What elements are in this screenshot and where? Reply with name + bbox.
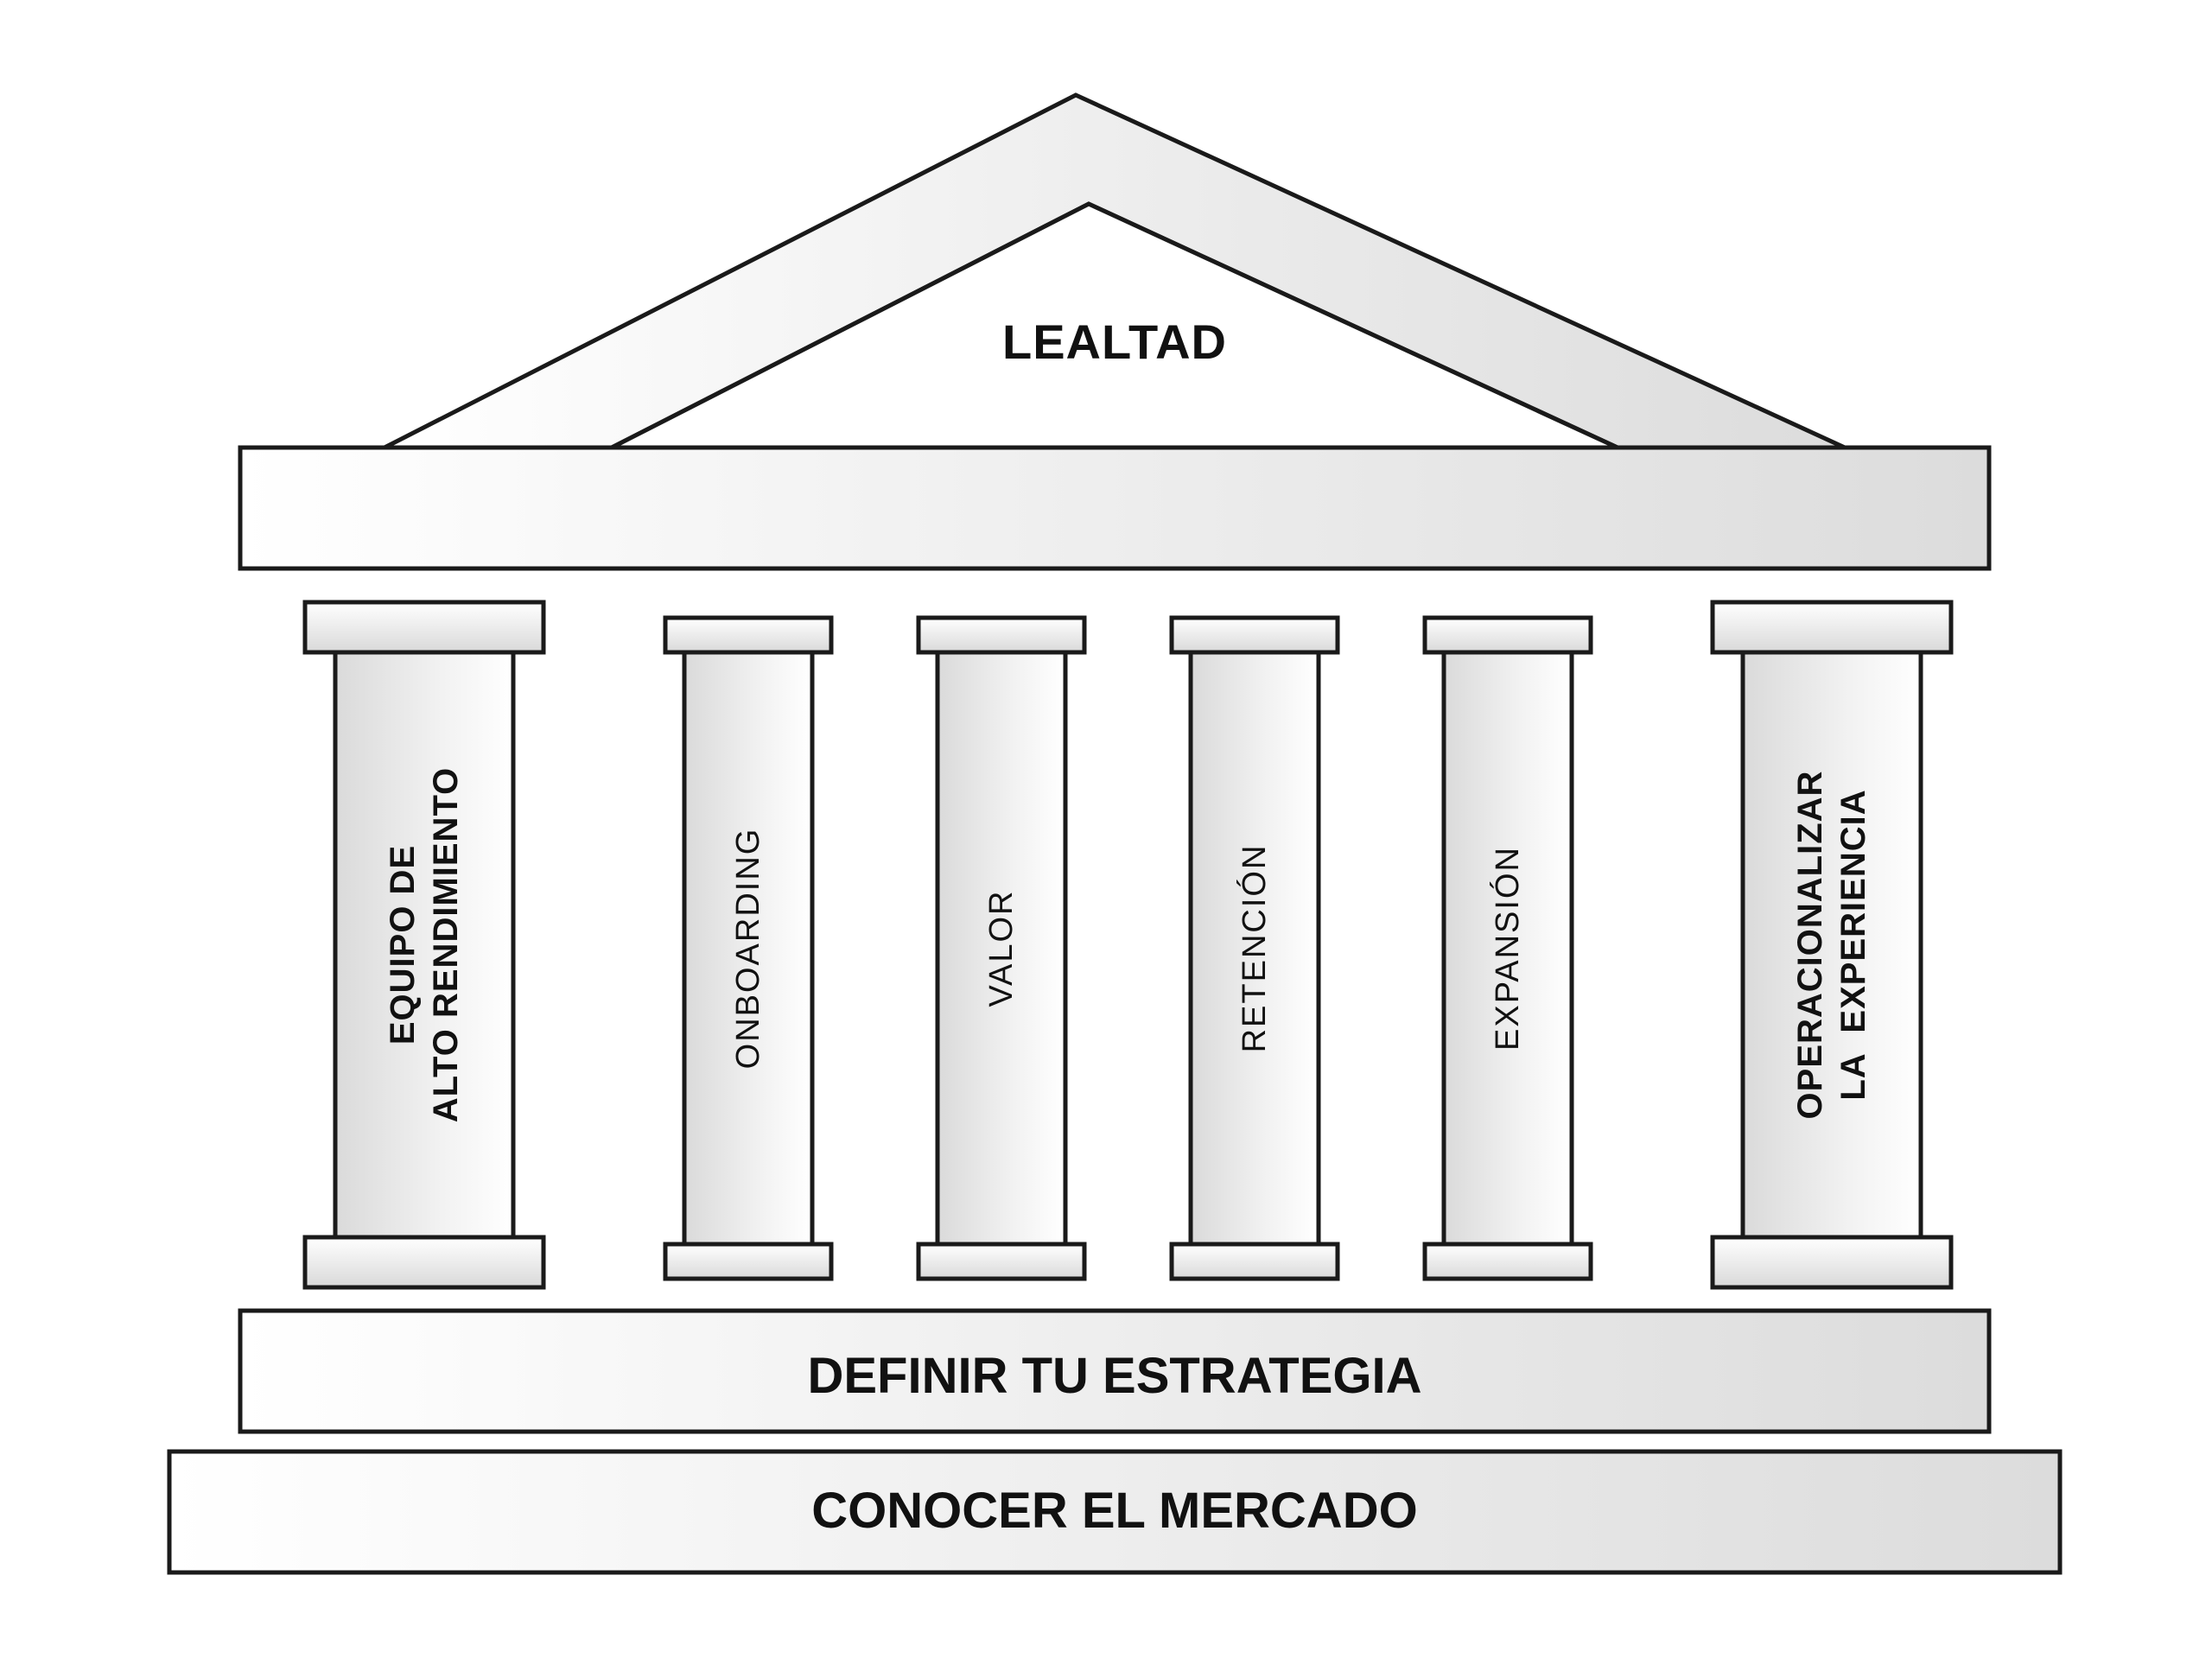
pillar-5: EXPANSIÓN	[1422, 615, 1593, 1281]
pillar-shaft	[935, 650, 1068, 1247]
roof-label: LEALTAD	[1002, 314, 1227, 369]
pillar-capital	[1422, 615, 1593, 655]
pillar-base	[1710, 1235, 1954, 1290]
lower-step-label: CONOCER EL MERCADO	[811, 1483, 1417, 1539]
pillar-4: RETENCIÓN	[1169, 615, 1340, 1281]
pillar-shaft	[1441, 650, 1574, 1247]
pillar-label: LA EXPERIENCIA	[1834, 789, 1872, 1100]
pillar-capital	[663, 615, 834, 655]
pillar-base	[302, 1235, 546, 1290]
pillar-label: EXPANSIÓN	[1489, 846, 1526, 1051]
entablature-beam	[238, 445, 1992, 571]
pillar-base	[663, 1242, 834, 1281]
pillar-label: ALTO RENDIMIENTO	[427, 767, 465, 1123]
pillar-shaft	[682, 650, 815, 1247]
lower-step-slab	[167, 1449, 2063, 1575]
pillar-shaft	[333, 650, 516, 1240]
upper-step-slab	[238, 1308, 1992, 1434]
pillar-capital	[916, 615, 1087, 655]
upper-step-label: DEFINIR TU ESTRATEGIA	[807, 1348, 1421, 1404]
pillar-base	[916, 1242, 1087, 1281]
pillar-capital	[1169, 615, 1340, 655]
pillar-capital	[302, 600, 546, 655]
pillar-label: RETENCIÓN	[1236, 844, 1273, 1053]
pillar-label: VALOR	[983, 889, 1020, 1007]
pillar-shaft	[1740, 650, 1923, 1240]
pillar-capital	[1710, 600, 1954, 655]
base-lower-step: CONOCER EL MERCADO	[167, 1449, 2063, 1575]
pillar-label: ONBOARDING	[730, 828, 766, 1070]
pillar-base	[1169, 1242, 1340, 1281]
pillar-3: VALOR	[916, 615, 1087, 1281]
pillar-base	[1422, 1242, 1593, 1281]
roof: LEALTAD	[383, 92, 1847, 450]
pillar-label: EQUIPO DE	[384, 845, 422, 1045]
pillar-label: OPERACIONALIZAR	[1791, 771, 1829, 1120]
pillar-2: ONBOARDING	[663, 615, 834, 1281]
base-upper-step: DEFINIR TU ESTRATEGIA	[238, 1308, 1992, 1434]
